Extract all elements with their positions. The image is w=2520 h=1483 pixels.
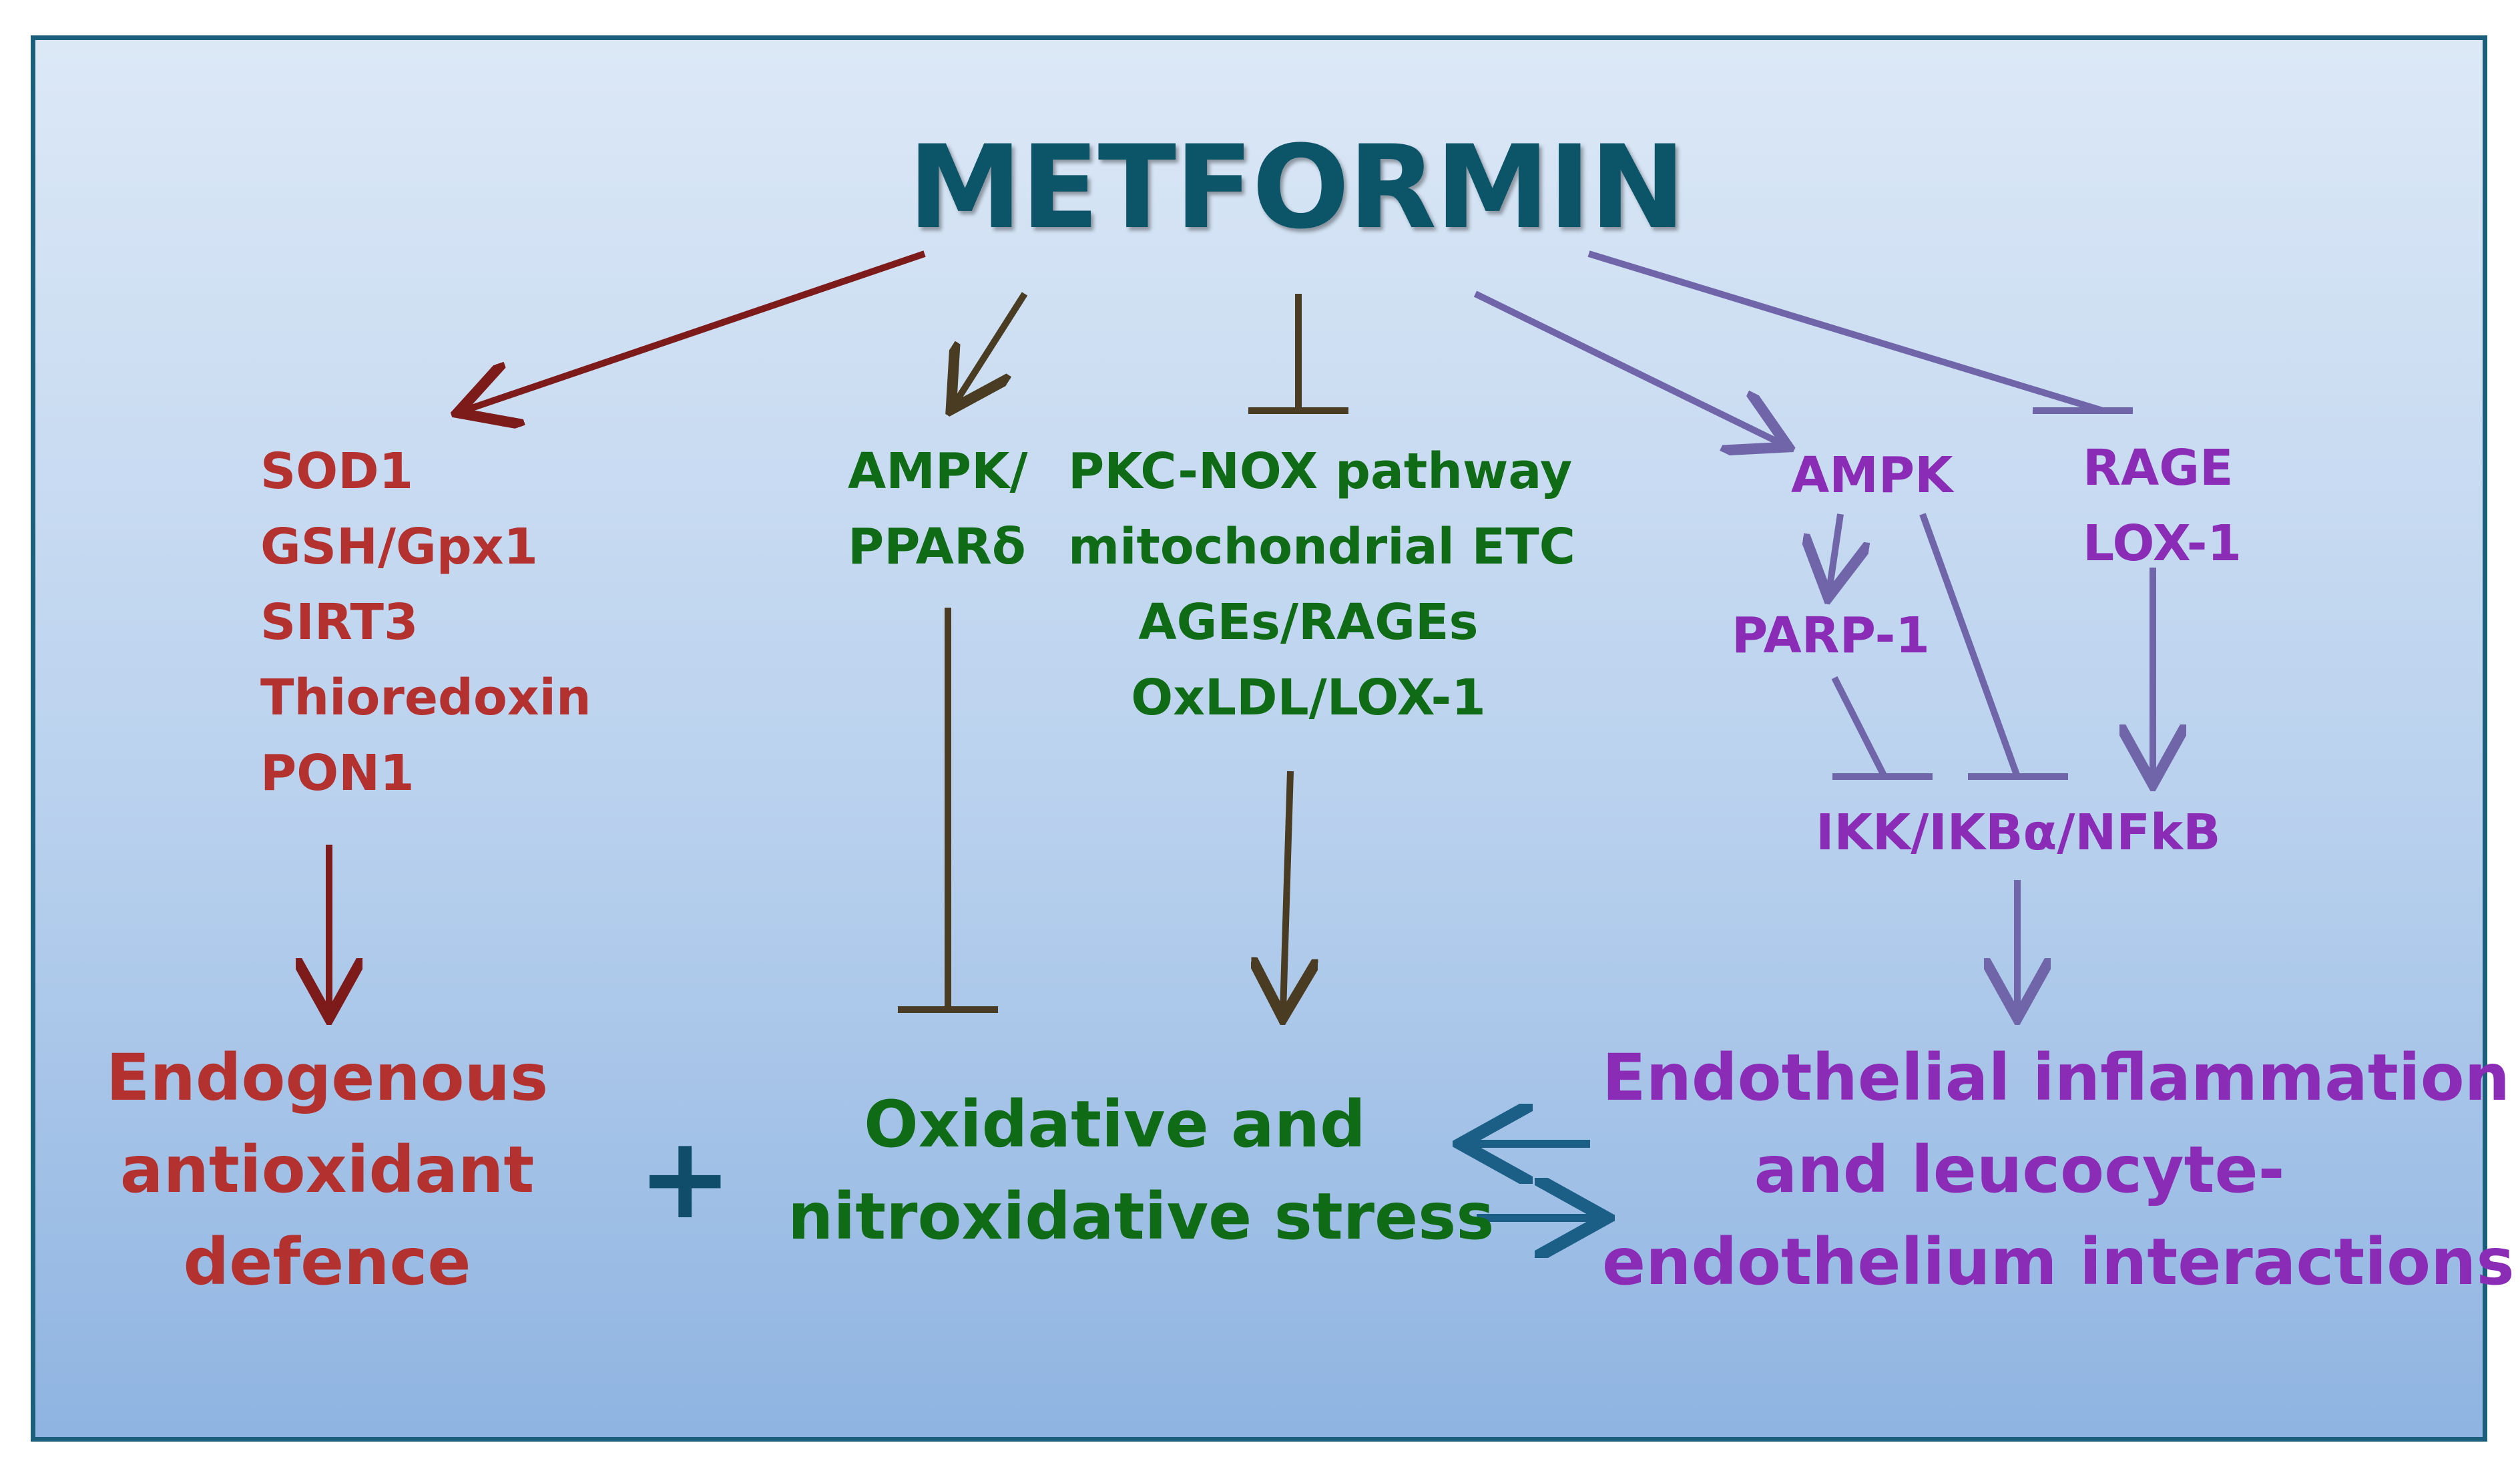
pathway-item: OxLDL/LOX-1 — [1131, 669, 1486, 726]
arrow-metformin-to-ampk-ppar — [955, 292, 1028, 404]
pathway-item: mitochondrial ETC — [1068, 518, 1575, 576]
outcome-line: Endogenous — [105, 1040, 549, 1115]
inhibit-ampk-to-ikk — [1919, 513, 2021, 778]
arrow-metformin-to-ampk — [1473, 290, 1782, 444]
outcome-antioxidant-defence: Endogenous antioxidant defence — [93, 1032, 561, 1308]
ikk-label: IKK/IKBα/NFkB — [1816, 804, 2221, 861]
pathway-item: PKC-NOX pathway — [1068, 443, 1573, 500]
arrow-ampk-to-parp — [1829, 513, 1840, 591]
arrow-pathways-to-stress — [1283, 771, 1290, 1012]
ampk-ppar-line: AMPK/ — [848, 443, 1028, 500]
metformin-title: METFORMIN — [908, 120, 1686, 254]
antioxidant-list: SOD1 GSH/Gpx1 SIRT3 Thioredoxin PON1 — [260, 434, 591, 811]
pathway-item: AGEs/RAGEs — [1138, 594, 1479, 651]
outcome-endothelial-inflammation: Endothelial inflammation and leucocyte- … — [1602, 1032, 2515, 1308]
ampk-ppar-label: AMPK/ PPARδ — [848, 434, 1028, 585]
outcome-line: Oxidative and — [864, 1087, 1366, 1162]
antioxidant-item: Thioredoxin — [260, 669, 591, 726]
pathway-list: PKC-NOX pathway mitochondrial ETC AGEs/R… — [1068, 434, 1575, 736]
antioxidant-item: GSH/Gpx1 — [260, 518, 538, 576]
arrow-metformin-to-antioxidants — [464, 250, 926, 411]
antioxidant-item: SOD1 — [260, 443, 414, 500]
rage-lox-line: LOX-1 — [2083, 515, 2242, 572]
inhibit-metformin-to-rage — [1587, 250, 2104, 414]
outcome-line: and leucocyte- — [1754, 1132, 2285, 1207]
ampk-ppar-line: PPARδ — [848, 518, 1026, 576]
diagram-frame — [31, 35, 2487, 1442]
antioxidant-item: SIRT3 — [260, 594, 419, 651]
antioxidant-item: PON1 — [260, 745, 415, 802]
inhibit-parp-to-ikk — [1831, 676, 1888, 779]
ampk-label: AMPK — [1791, 447, 1953, 504]
plus-sign: + — [638, 1112, 733, 1245]
outcome-oxidative-stress: Oxidative and nitroxidative stress — [788, 1078, 1495, 1263]
outcome-line: nitroxidative stress — [788, 1179, 1495, 1254]
parp-label: PARP-1 — [1732, 607, 1930, 664]
outcome-line: antioxidant — [119, 1132, 535, 1207]
outcome-line: Endothelial inflammation — [1602, 1040, 2510, 1115]
outcome-line: defence — [183, 1225, 471, 1299]
outcome-line: endothelium interactions — [1602, 1225, 2515, 1299]
rage-lox-line: RAGE — [2083, 439, 2234, 497]
rage-lox-label: RAGE LOX-1 — [2083, 431, 2242, 582]
